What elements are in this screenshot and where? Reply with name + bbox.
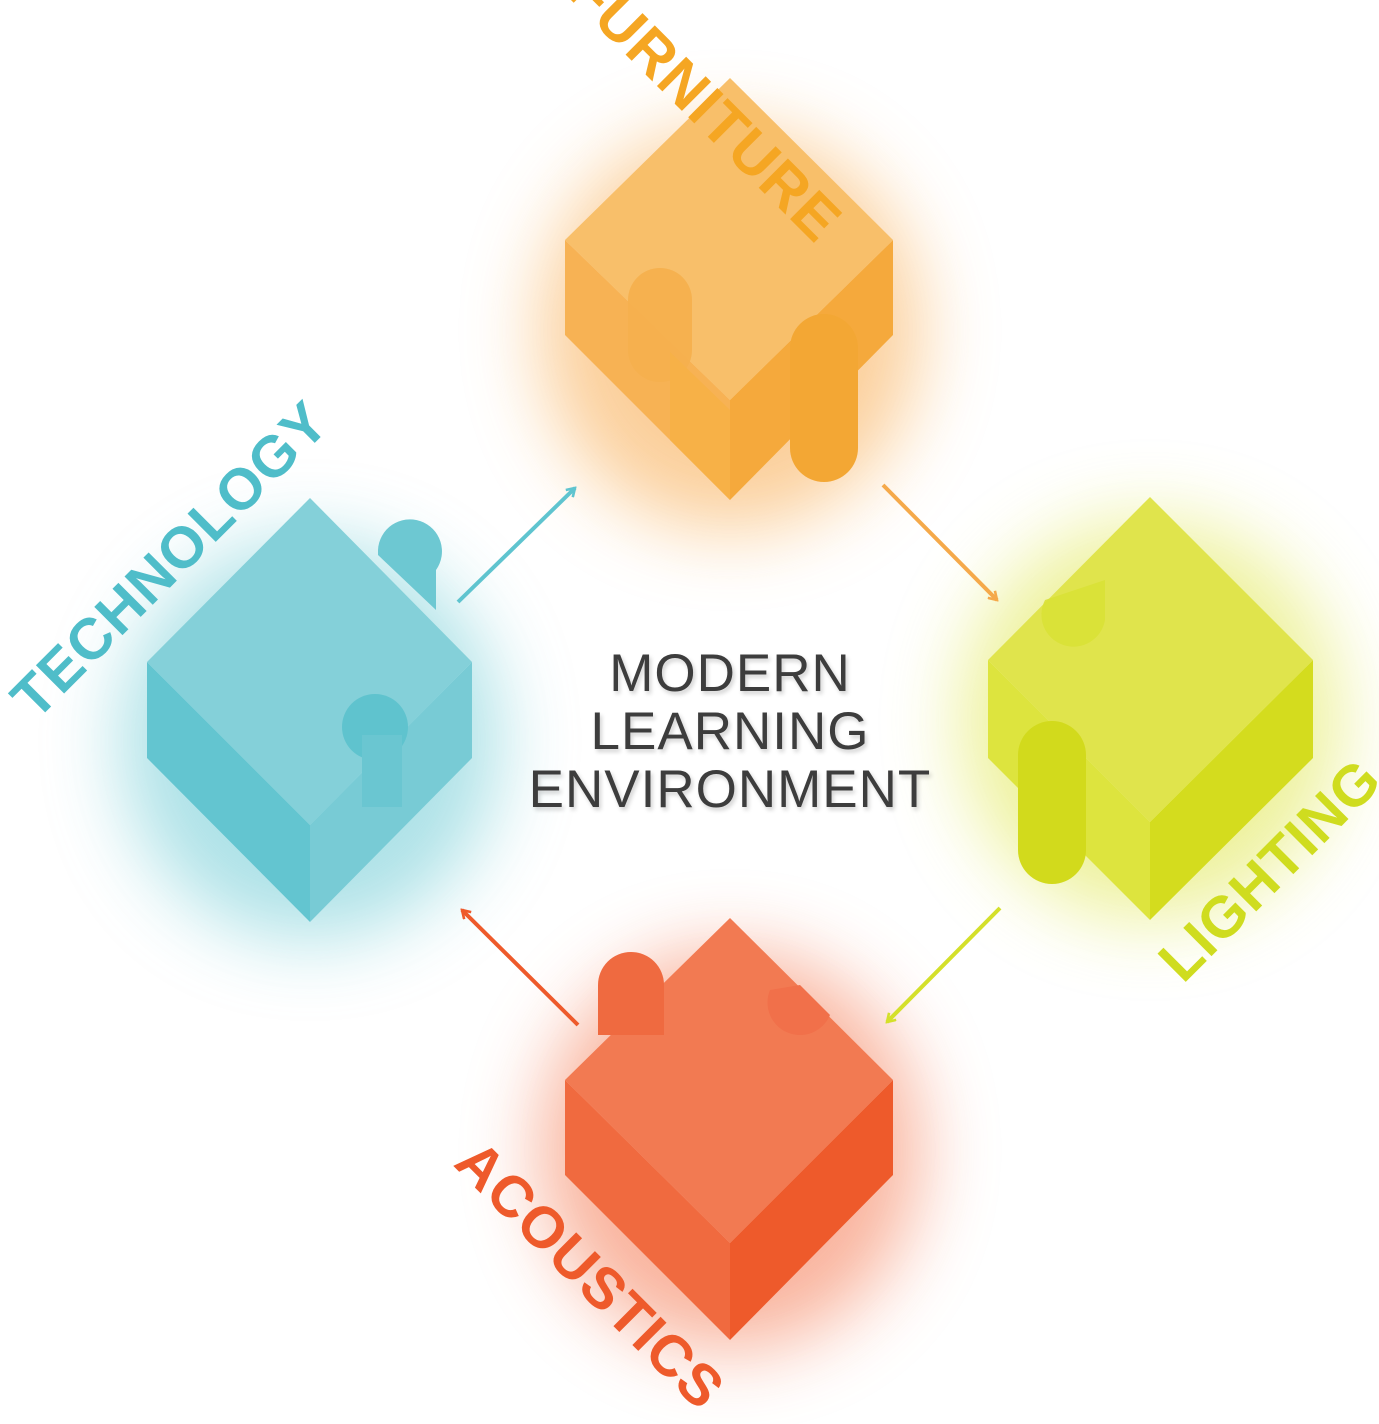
title-line-1: MODERN (609, 644, 851, 703)
technology-left-face (147, 662, 310, 922)
furniture-puzzle-piece (565, 78, 893, 500)
acoustics-tab (598, 952, 664, 1035)
acoustics-notch (767, 985, 830, 1036)
lighting-right-face (1150, 660, 1313, 920)
technology-tab (378, 519, 442, 610)
title-line-3: ENVIRONMENT (528, 760, 932, 819)
technology-puzzle-piece (147, 498, 472, 922)
technology-notch-slot (362, 735, 402, 807)
lighting-puzzle-piece (988, 497, 1313, 920)
lighting-tab (1018, 721, 1086, 884)
furniture-tab (790, 314, 858, 482)
arrow-acoustics-to-technology (462, 910, 580, 1027)
lighting-notch (1041, 580, 1105, 647)
furniture-tab-notch (628, 268, 692, 382)
title-line-2: LEARNING (590, 702, 870, 761)
arrow-furniture-to-lighting (881, 483, 997, 600)
arrow-lighting-to-acoustics (887, 906, 1002, 1022)
acoustics-puzzle-piece (565, 918, 893, 1340)
acoustics-left-face (565, 1080, 730, 1340)
flow-arrows (456, 483, 1002, 1027)
center-title: MODERN LEARNING ENVIRONMENT (470, 645, 990, 819)
furniture-inner-block (670, 352, 730, 500)
arrow-technology-to-furniture (456, 488, 575, 604)
acoustics-right-face (730, 1080, 893, 1340)
